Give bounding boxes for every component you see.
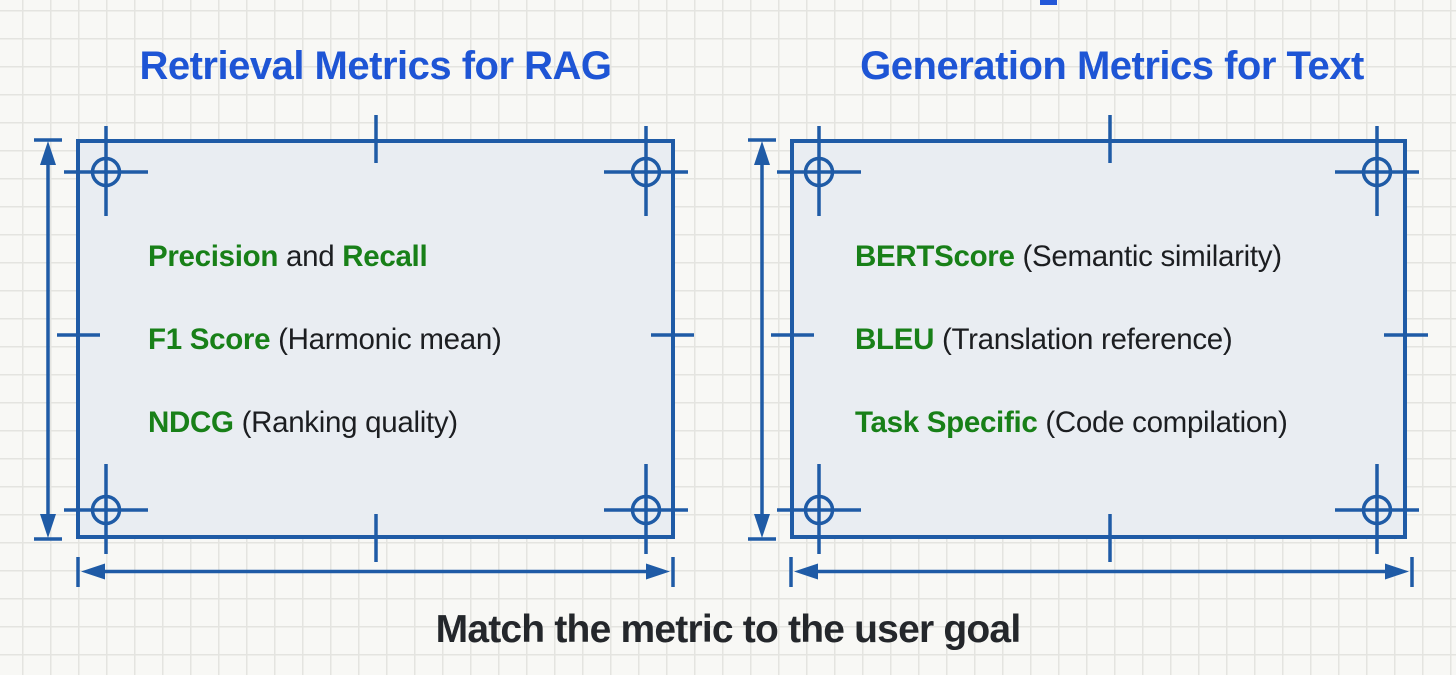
- metric-description: (Translation reference): [934, 323, 1233, 356]
- metric-name: NDCG: [148, 406, 234, 439]
- metric-name: Task Specific: [855, 406, 1038, 439]
- cropped-title-fragment: [1040, 0, 1057, 5]
- edge-ticks-left-panel: [57, 115, 694, 562]
- metric-row: Precision and Recall: [148, 237, 428, 277]
- retrieval-sheet: [76, 139, 675, 539]
- height-dimension-arrow: [32, 138, 64, 541]
- metric-row: BERTScore (Semantic similarity): [855, 237, 1282, 277]
- metric-description: (Harmonic mean): [270, 323, 502, 356]
- metric-row: BLEU (Translation reference): [855, 320, 1233, 360]
- metric-row: Task Specific (Code compilation): [855, 403, 1288, 443]
- metric-name: Recall: [342, 240, 428, 273]
- metric-name: Precision: [148, 240, 279, 273]
- retrieval-panel-title: Retrieval Metrics for RAG: [139, 44, 612, 88]
- height-dimension-arrow: [746, 138, 778, 541]
- metric-description: and: [278, 240, 343, 273]
- metric-description: (Ranking quality): [233, 406, 459, 439]
- metric-name: F1 Score: [148, 323, 271, 356]
- bottom-caption: Match the metric to the user goal: [435, 608, 1022, 651]
- metric-description: (Semantic similarity): [1014, 240, 1282, 273]
- generation-sheet: [790, 139, 1407, 539]
- metric-row: NDCG (Ranking quality): [148, 403, 458, 443]
- width-dimension-arrow: [76, 557, 675, 587]
- generation-panel-title: Generation Metrics for Text: [860, 44, 1364, 88]
- edge-ticks-right-panel: [771, 115, 1428, 562]
- metric-name: BLEU: [855, 323, 935, 356]
- metric-name: BERTScore: [855, 240, 1015, 273]
- width-dimension-arrow: [789, 557, 1414, 587]
- metric-description: (Code compilation): [1037, 406, 1288, 439]
- metric-row: F1 Score (Harmonic mean): [148, 320, 502, 360]
